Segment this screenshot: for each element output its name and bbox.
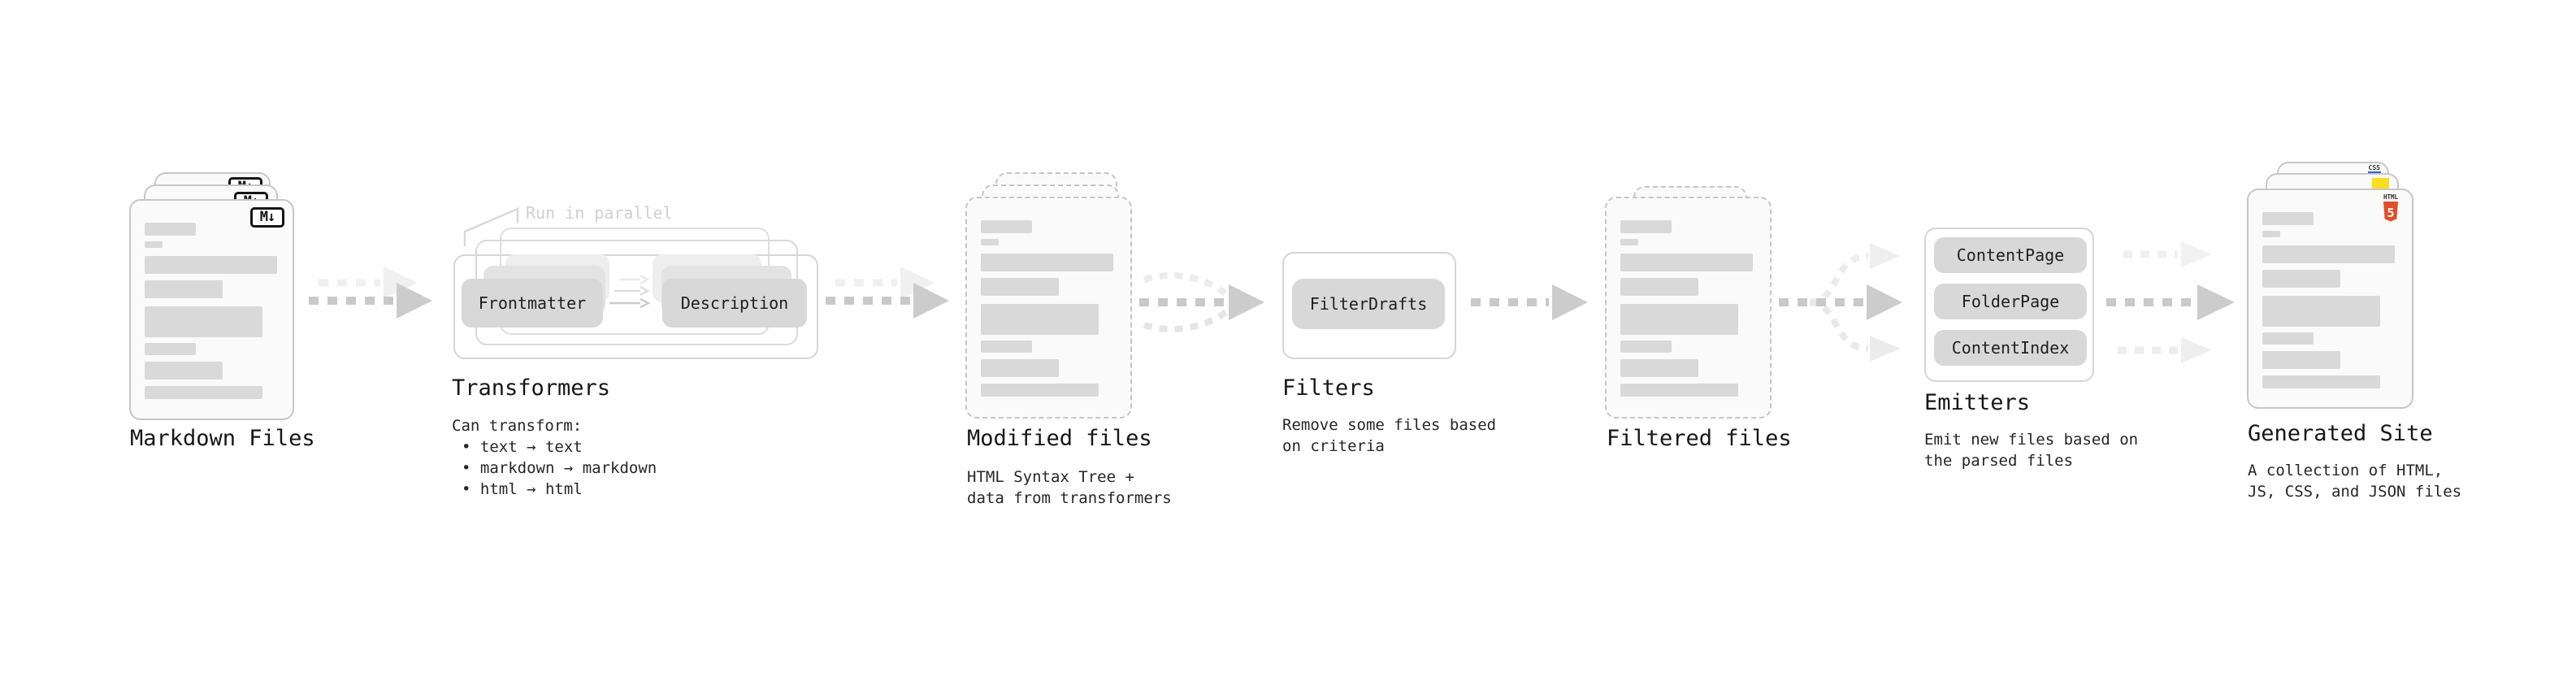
skeleton-line bbox=[981, 220, 1032, 233]
section-title-markdown-files: Markdown Files bbox=[130, 426, 315, 451]
skeleton-line bbox=[1620, 239, 1638, 245]
section-title-emitters: Emitters bbox=[1924, 390, 2031, 415]
skeleton-line bbox=[145, 223, 196, 236]
modified-file-card-front bbox=[965, 197, 1132, 419]
desc-line: A collection of HTML, bbox=[2248, 462, 2444, 479]
skeleton-line bbox=[1620, 359, 1698, 377]
skeleton-line bbox=[1620, 278, 1698, 296]
desc-line: on criteria bbox=[1282, 437, 1385, 455]
skeleton-line bbox=[2262, 231, 2280, 237]
js-file-icon bbox=[2372, 178, 2389, 189]
document-skeleton-lines bbox=[2262, 190, 2404, 407]
section-title-generated-site: Generated Site bbox=[2248, 421, 2433, 446]
skeleton-line bbox=[1620, 254, 1753, 271]
desc-line: Emit new files based on bbox=[1924, 431, 2139, 449]
skeleton-line bbox=[145, 306, 262, 337]
skeleton-line bbox=[145, 280, 223, 298]
skeleton-line bbox=[981, 340, 1032, 353]
skeleton-line bbox=[2262, 270, 2340, 288]
arrow-markdown-to-transformers bbox=[309, 267, 432, 319]
desc-line: HTML Syntax Tree + bbox=[967, 468, 1134, 486]
skeleton-line bbox=[1620, 304, 1738, 335]
section-title-filters: Filters bbox=[1282, 375, 1375, 401]
desc-line: data from transformers bbox=[967, 489, 1172, 507]
arrow-filters-to-filtered bbox=[1471, 284, 1588, 320]
skeleton-line bbox=[145, 256, 277, 274]
generated-file-card-front: HTML 5 bbox=[2247, 189, 2413, 409]
desc-line: Remove some files based bbox=[1282, 416, 1497, 434]
markdown-icon: M↓ bbox=[250, 207, 284, 228]
emitter-node-contentpage: ContentPage bbox=[1934, 237, 2087, 273]
filtered-file-card-front bbox=[1605, 197, 1772, 419]
transformer-node-description: Description bbox=[662, 279, 807, 327]
skeleton-line bbox=[2262, 351, 2340, 369]
document-skeleton-lines bbox=[981, 198, 1122, 417]
section-desc-generated-site: A collection of HTML, JS, CSS, and JSON … bbox=[2248, 460, 2461, 502]
emitters-box bbox=[1924, 228, 2094, 382]
filters-box bbox=[1282, 252, 1456, 359]
run-in-parallel-note: Run in parallel bbox=[526, 203, 673, 223]
skeleton-line bbox=[981, 239, 999, 245]
skeleton-line bbox=[2262, 212, 2314, 225]
arrow-filtered-to-emitters-split bbox=[1779, 243, 1902, 362]
transformer-node-frontmatter: Frontmatter bbox=[462, 279, 603, 327]
skeleton-line bbox=[1620, 340, 1672, 353]
skeleton-line bbox=[1620, 384, 1738, 397]
desc-line: Can transform: bbox=[452, 417, 583, 435]
section-desc-transformers: Can transform: • text → text • markdown … bbox=[452, 415, 657, 500]
section-title-transformers: Transformers bbox=[452, 375, 611, 401]
skeleton-line bbox=[145, 362, 223, 380]
skeleton-line bbox=[981, 304, 1099, 335]
skeleton-line bbox=[2262, 332, 2314, 345]
section-title-modified-files: Modified files bbox=[967, 426, 1152, 451]
html5-icon: HTML 5 bbox=[2383, 193, 2399, 222]
document-skeleton-lines bbox=[145, 201, 284, 419]
skeleton-line bbox=[981, 254, 1113, 271]
skeleton-line bbox=[981, 359, 1059, 377]
skeleton-line bbox=[981, 278, 1059, 296]
emitter-node-folderpage: FolderPage bbox=[1934, 284, 2087, 319]
skeleton-line bbox=[1620, 220, 1672, 233]
run-in-parallel-leader-line bbox=[463, 207, 519, 246]
document-skeleton-lines bbox=[1620, 198, 1762, 417]
skeleton-line bbox=[145, 386, 262, 399]
skeleton-line bbox=[2262, 245, 2395, 263]
skeleton-line bbox=[2262, 375, 2380, 388]
html5-icon-number: 5 bbox=[2387, 206, 2394, 220]
arrow-transformers-to-modified bbox=[826, 267, 949, 319]
desc-line: • markdown → markdown bbox=[462, 459, 657, 477]
desc-line: • html → html bbox=[462, 480, 583, 498]
markdown-file-card-front: M↓ bbox=[129, 199, 294, 420]
desc-line: the parsed files bbox=[1924, 452, 2074, 470]
desc-line: JS, CSS, and JSON files bbox=[2248, 483, 2462, 501]
arrow-modified-to-filters bbox=[1139, 272, 1264, 332]
html5-icon-wordmark: HTML bbox=[2383, 193, 2399, 201]
css-file-icon: CSS bbox=[2367, 164, 2381, 174]
parallel-transform-arrows-icon bbox=[609, 274, 651, 309]
section-title-filtered-files: Filtered files bbox=[1607, 426, 1792, 451]
skeleton-line bbox=[2262, 296, 2380, 327]
section-desc-filters: Remove some files based on criteria bbox=[1282, 414, 1496, 457]
section-desc-emitters: Emit new files based on the parsed files bbox=[1924, 429, 2138, 471]
section-desc-modified-files: HTML Syntax Tree + data from transformer… bbox=[967, 466, 1172, 509]
filter-node-filterdrafts: FilterDrafts bbox=[1292, 279, 1445, 329]
emitter-node-contentindex: ContentIndex bbox=[1934, 330, 2087, 366]
skeleton-line bbox=[145, 343, 196, 355]
arrow-emitters-to-generated bbox=[2106, 241, 2235, 363]
desc-line: • text → text bbox=[462, 438, 583, 456]
transformer-layer-front bbox=[453, 254, 818, 359]
skeleton-line bbox=[981, 384, 1099, 397]
skeleton-line bbox=[145, 241, 163, 248]
